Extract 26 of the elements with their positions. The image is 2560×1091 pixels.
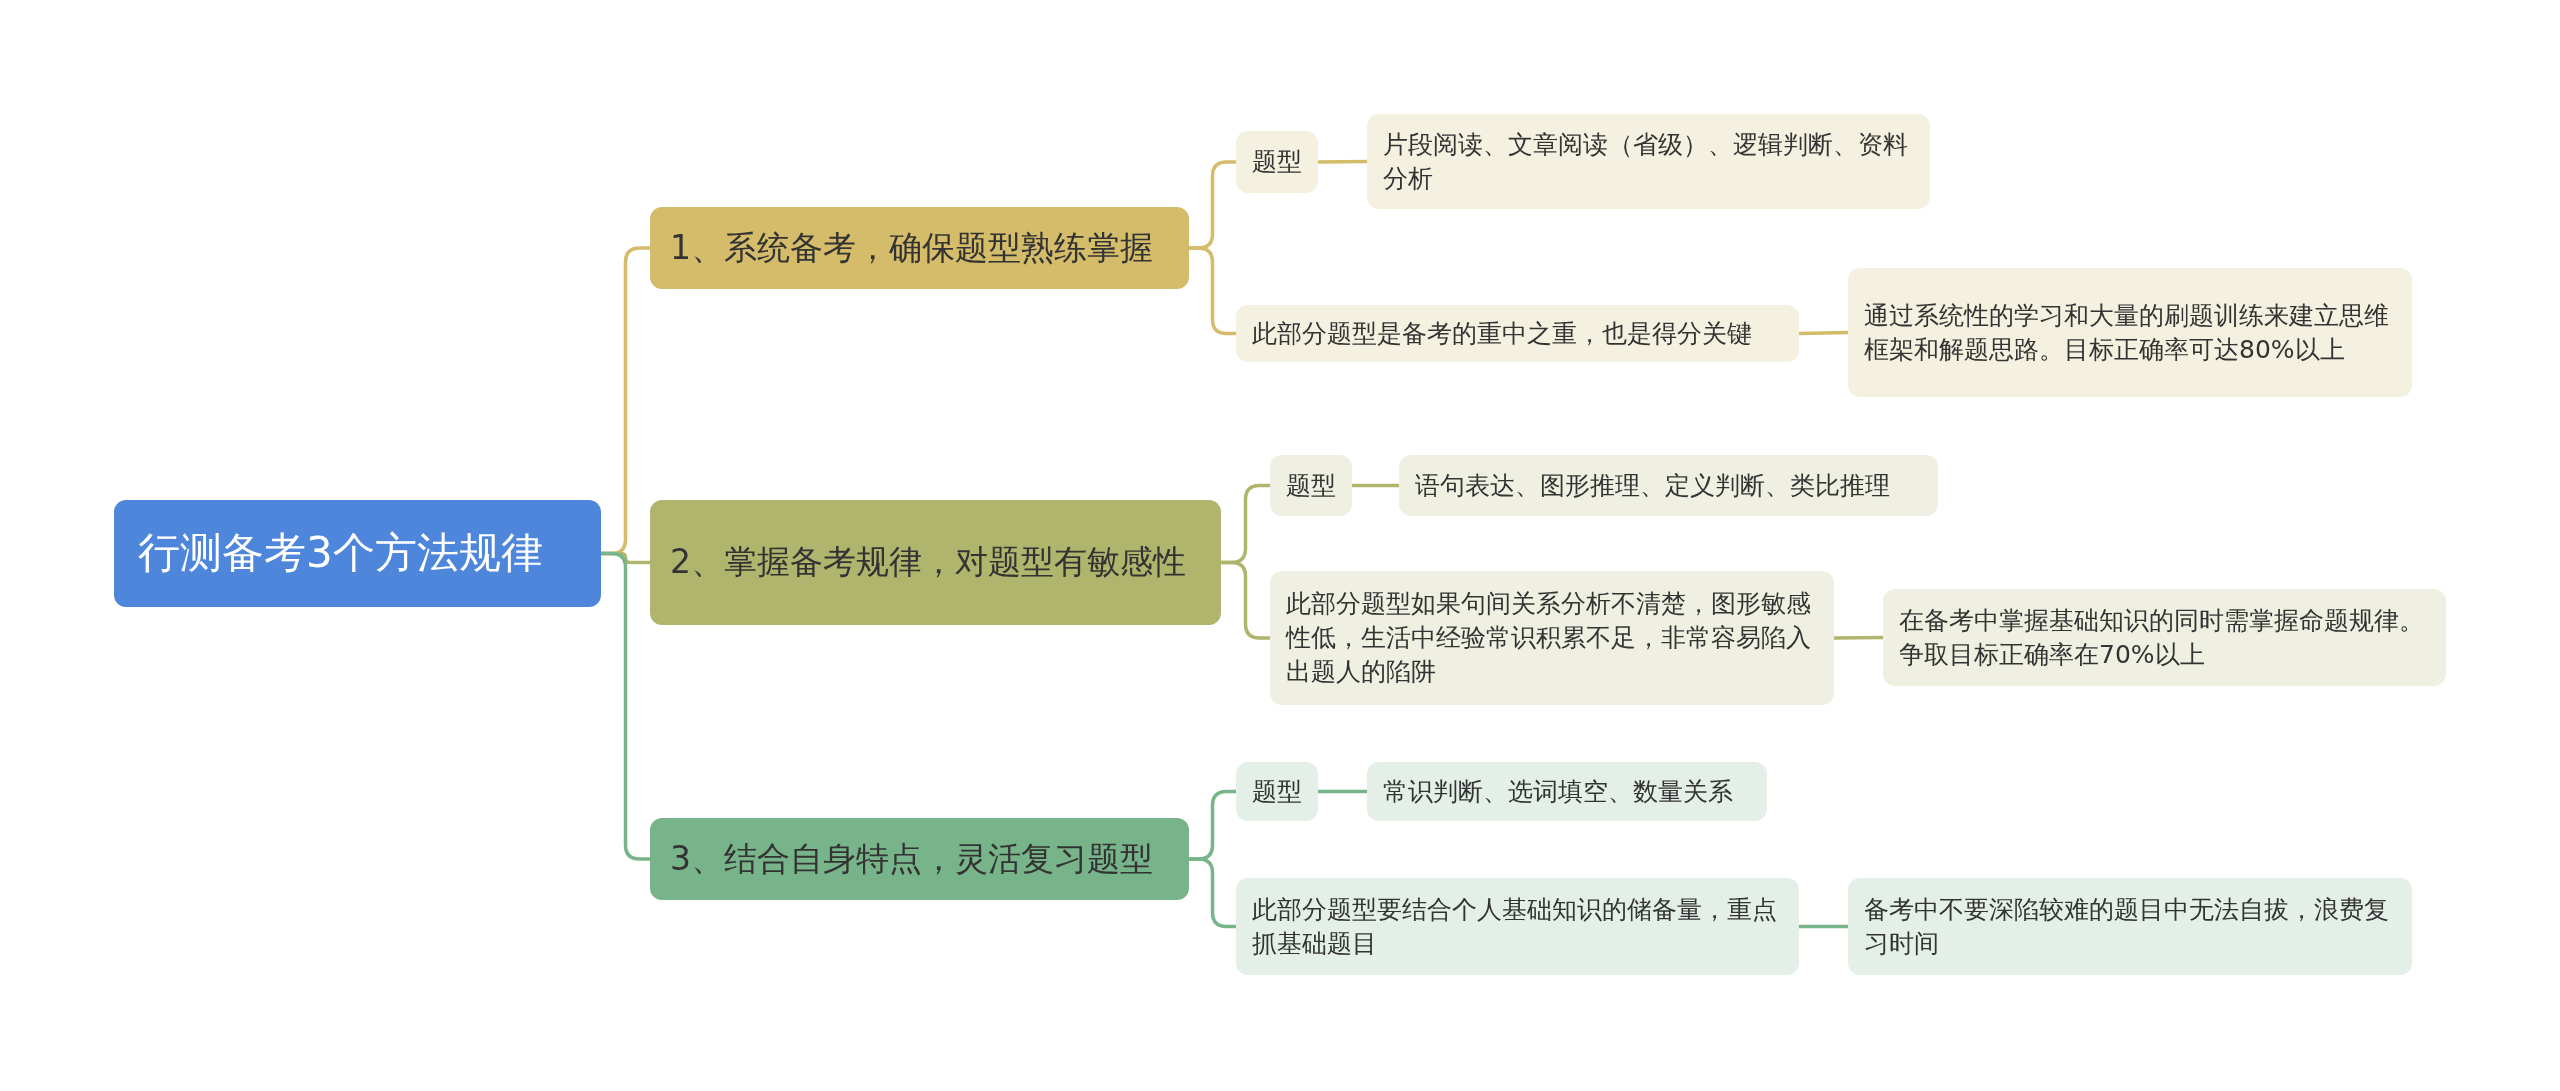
connector-line bbox=[1189, 857, 1236, 929]
connector-line bbox=[1318, 789, 1367, 794]
connector-line bbox=[1189, 246, 1236, 336]
subtopic-box: 通过系统性的学习和大量的刷题训练来建立思维框架和解题思路。目标正确率可达80%以上 bbox=[1848, 268, 2412, 397]
subtopic-box: 题型 bbox=[1270, 455, 1352, 516]
branch-topic-box: 2、掌握备考规律，对题型有敏感性 bbox=[650, 500, 1221, 625]
connector-line bbox=[601, 551, 650, 861]
branch-topic-box: 3、结合自身特点，灵活复习题型 bbox=[650, 818, 1189, 900]
connector-line bbox=[1834, 635, 1883, 640]
connector-line bbox=[1798, 330, 1849, 336]
subtopic-box: 题型 bbox=[1236, 131, 1318, 193]
subtopic-box: 语句表达、图形推理、定义判断、类比推理 bbox=[1399, 455, 1938, 516]
connector-line bbox=[1318, 159, 1367, 164]
subtopic-box: 此部分题型如果句间关系分析不清楚，图形敏感性低，生活中经验常识积累不足，非常容易陷入出题人的陷阱 bbox=[1270, 571, 1834, 705]
subtopic-box: 此部分题型要结合个人基础知识的储备量，重点抓基础题目 bbox=[1236, 878, 1799, 975]
root-topic-box: 行测备考3个方法规律 bbox=[114, 500, 601, 607]
subtopic-box: 备考中不要深陷较难的题目中无法自拔，浪费复习时间 bbox=[1848, 878, 2412, 975]
subtopic-box: 此部分题型是备考的重中之重，也是得分关键 bbox=[1236, 305, 1799, 362]
branch-topic-box: 1、系统备考，确保题型熟练掌握 bbox=[650, 207, 1189, 289]
connector-line bbox=[1352, 483, 1399, 488]
connector-line bbox=[1221, 560, 1270, 640]
subtopic-box: 题型 bbox=[1236, 762, 1318, 821]
subtopic-box: 在备考中掌握基础知识的同时需掌握命题规律。争取目标正确率在70%以上 bbox=[1883, 589, 2446, 686]
connector-line bbox=[1799, 924, 1848, 929]
subtopic-box: 常识判断、选词填空、数量关系 bbox=[1367, 762, 1767, 821]
subtopic-box: 片段阅读、文章阅读（省级）、逻辑判断、资料分析 bbox=[1367, 114, 1930, 209]
